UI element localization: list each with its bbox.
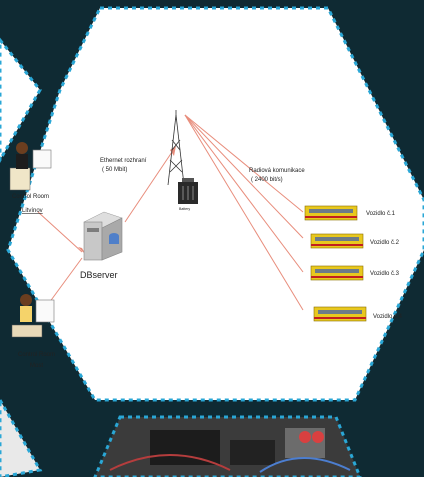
vehicle-4-label: Vozidlo č.4	[373, 314, 403, 320]
arrowhead	[170, 146, 176, 156]
vehicle-1-label: Vozidlo č.1	[366, 211, 396, 217]
tram-1-icon	[304, 205, 358, 221]
vehicle-2-label: Vozidlo č.2	[370, 240, 400, 246]
radio-tower-icon	[167, 110, 185, 186]
ethernet-speed: ( 50 Mbit)	[102, 167, 127, 173]
battery-label: Battery	[179, 207, 190, 211]
control-room-bottom-icon	[11, 294, 55, 338]
left-bottom-hexagon	[0, 396, 43, 477]
battery-icon	[178, 178, 198, 204]
control-room-left-location: Litvínov	[22, 208, 43, 214]
control-room-bottom-title: Control Room	[18, 352, 55, 358]
dbserver-icon	[83, 211, 123, 261]
tram-3-icon	[310, 265, 364, 281]
vehicle-3-label: Vozidlo č.3	[370, 271, 400, 277]
control-room-left-icon	[9, 142, 52, 191]
radio-label: Radiová komunikace	[249, 168, 305, 174]
tram-2-icon	[310, 233, 364, 249]
control-room-left-title: Control Room	[12, 194, 49, 200]
tram-4-icon	[313, 306, 367, 322]
left-hexagon	[0, 37, 42, 164]
equipment-photo	[109, 428, 351, 473]
main-hexagon	[6, 6, 424, 402]
ethernet-label: Ethernet rozhraní	[100, 158, 147, 164]
radio-speed: ( 2400 bit/s)	[251, 177, 283, 183]
dbserver-label: DBserver	[80, 270, 118, 280]
control-room-bottom-location: Most	[30, 363, 43, 369]
